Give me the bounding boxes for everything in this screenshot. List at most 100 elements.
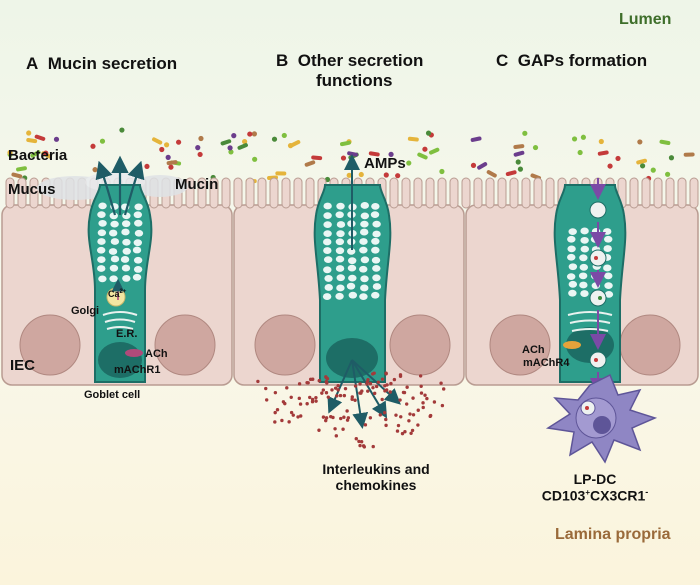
panel-c-heading: GAPs formation [517, 51, 648, 70]
mucin-granule [347, 264, 357, 272]
bacterium [119, 127, 125, 133]
cytokine-dot [297, 396, 301, 401]
cytokine-dot [419, 384, 423, 389]
cytokine-dot [273, 410, 277, 415]
bacterium [242, 138, 248, 145]
mucin-granule [372, 230, 381, 238]
panel-c-letter: C [496, 51, 509, 70]
cytokine-dot [350, 395, 354, 399]
bacterium [636, 158, 647, 165]
mucin-granule [335, 292, 344, 300]
mucin-granule [336, 274, 345, 282]
mucin-granule [108, 248, 118, 255]
mucin-granule [360, 256, 370, 264]
cytokine-dot [256, 379, 260, 384]
mucin-granule [323, 221, 332, 229]
cytokine-dot [311, 377, 315, 381]
cytokine-dot [376, 380, 381, 384]
bacterium [383, 172, 389, 178]
dendritic-cell [545, 373, 658, 464]
mucin-granule [323, 202, 332, 210]
goblet-cell-b [313, 184, 392, 383]
microvillus [197, 177, 207, 209]
bacterium [227, 145, 233, 151]
panel-a-heading: Mucin secretion [47, 54, 178, 73]
mucin-granule [324, 284, 333, 291]
cytokine-dot [285, 386, 289, 390]
cytokine-dot [411, 396, 415, 400]
panel-b-letter: B [276, 51, 289, 70]
cytokine-dot [305, 380, 309, 385]
cytokine-dot [289, 395, 293, 399]
bacterium [571, 136, 578, 142]
cytokine-dot [342, 393, 347, 398]
bacterium [637, 139, 643, 145]
mucin-granule [122, 238, 131, 246]
mucin-granule [97, 229, 107, 237]
mucin-granule [567, 253, 576, 261]
cytokine-dot [366, 378, 370, 382]
mucin-granule [336, 230, 345, 238]
mucin-granule [604, 290, 614, 298]
cytokine-dot [338, 393, 343, 398]
mucin-granule [336, 221, 346, 228]
cytokine-dot [401, 390, 406, 395]
mucin-granule [359, 238, 368, 245]
cytokine-dot [330, 388, 334, 392]
mucin-granule [335, 255, 345, 263]
mucin-granule [121, 228, 130, 236]
microvillus [389, 177, 399, 209]
er-label: E.R. [116, 328, 138, 340]
bacterium [477, 162, 488, 170]
mucin-granule [335, 247, 345, 255]
cytokine-dot [299, 414, 303, 418]
bacterium [287, 143, 294, 149]
microvillus [473, 177, 483, 209]
cytokine-dot [384, 388, 389, 392]
cytokine-dot [326, 395, 331, 399]
mucin-granule [578, 272, 588, 280]
cytokine-dot [264, 398, 269, 402]
microvillus [545, 177, 555, 209]
cytokine-dot [408, 412, 412, 416]
microvillus [629, 177, 639, 209]
microvillus [497, 177, 507, 209]
nucleus-3 [254, 314, 316, 376]
mucin-granule [579, 263, 589, 271]
microvillus [653, 177, 663, 209]
bacterium [198, 135, 204, 142]
bacterium [439, 168, 445, 175]
mucin-granule [579, 281, 588, 289]
mucin-granule [360, 220, 369, 228]
cytokine-dot [428, 414, 432, 419]
bacterium [281, 132, 287, 139]
bacterium [92, 167, 98, 173]
cytokine-dot [374, 384, 379, 389]
ach-receptor-c [563, 341, 581, 349]
bacterium [598, 138, 604, 145]
bacterium [470, 162, 477, 168]
cytokine-dot [321, 415, 326, 419]
cytokine-dot [385, 383, 389, 387]
bacterium [515, 159, 521, 165]
bacterium [639, 163, 646, 169]
bacterium [7, 149, 13, 156]
bacterium [34, 134, 46, 141]
mucin-label: Mucin [175, 176, 219, 193]
interleukins-line1: Interleukins and [322, 461, 430, 477]
microvillus [437, 177, 447, 209]
panel-c-title: C GAPs formation [496, 51, 647, 71]
bacterium [237, 143, 248, 150]
cytokine-dot [334, 434, 339, 438]
mucin-granule [604, 282, 613, 289]
cytokine-dot [411, 413, 416, 417]
cytokine-dot [305, 402, 309, 406]
cytokine-dot [440, 403, 445, 408]
cytokine-dot [317, 428, 321, 432]
cytokine-dot [341, 427, 345, 431]
bacterium [195, 145, 201, 151]
bacterium [406, 160, 412, 166]
mucin-granule [359, 265, 368, 273]
mucin-granule [347, 247, 356, 255]
goblet-cell-label: Goblet cell [84, 389, 141, 401]
